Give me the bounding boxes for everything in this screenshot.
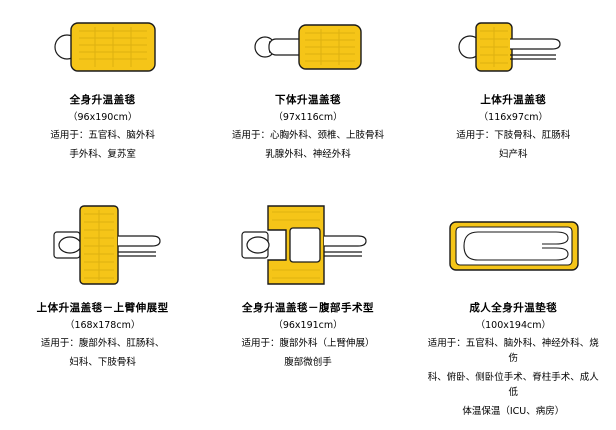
product-description-line-1: 适用于：腹部外科（上臂伸展） <box>241 338 375 349</box>
product-dimensions: （97x116cm） <box>273 112 343 123</box>
product-dimensions: （96x190cm） <box>68 112 138 123</box>
product-card-lower-body-warming-blanket: 下体升温盖毯 （97x116cm） 适用于：心胸外科、颈椎、上肢骨科 乳腺外科、… <box>205 0 410 190</box>
product-description-line-1: 适用于：五官科、脑外科、神经外科、烧伤 <box>427 338 599 364</box>
product-dimensions: （116x97cm） <box>478 112 548 123</box>
product-card-adult-full-body-warming-mattress: 成人全身升温垫毯 （100x194cm） 适用于：五官科、脑外科、神经外科、烧伤… <box>411 190 616 430</box>
product-illustration-lower-body <box>243 8 373 86</box>
product-title: 上体升温盖毯 <box>480 94 547 106</box>
product-description-line-1: 适用于：下肢骨科、肛肠科 <box>456 130 571 141</box>
product-card-full-body-abdominal-surgery-type: 全身升温盖毯－腹部手术型 （96x191cm） 适用于：腹部外科（上臂伸展） 腹… <box>205 190 410 430</box>
upper-body-arm-extension-icon <box>53 205 161 285</box>
product-dimensions: （100x194cm） <box>475 320 551 331</box>
product-illustration-upper-body-arm <box>28 198 178 294</box>
full-body-blanket-icon <box>54 22 156 72</box>
product-card-full-body-warming-blanket: 全身升温盖毯 （96x190cm） 适用于：五官科、脑外科 手外科、复苏室 <box>0 0 205 190</box>
product-title: 成人全身升温垫毯 <box>469 302 558 314</box>
product-description-line-1: 适用于：心胸外科、颈椎、上肢骨科 <box>231 130 384 141</box>
product-card-upper-body-warming-blanket: 上体升温盖毯 （116x97cm） 适用于：下肢骨科、肛肠科 妇产科 <box>411 0 616 190</box>
product-illustration-adult-mattress <box>438 198 588 294</box>
product-description-line-2: 妇产科 <box>499 149 528 160</box>
product-description-line-2: 腹部微创手 <box>284 357 332 368</box>
product-description-line-2: 妇科、下肢骨科 <box>69 357 136 368</box>
product-card-upper-body-arm-extension-type: 上体升温盖毯－上臂伸展型 （168x178cm） 适用于：腹部外科、肛肠科、 妇… <box>0 190 205 430</box>
upper-body-blanket-icon <box>458 22 561 72</box>
product-title: 下体升温盖毯 <box>274 94 341 106</box>
product-title: 上体升温盖毯－上臂伸展型 <box>36 302 169 314</box>
product-illustration-full-body <box>43 8 163 86</box>
product-description-line-2: 乳腺外科、神经外科 <box>265 149 351 160</box>
product-dimensions: （96x191cm） <box>273 320 343 331</box>
product-description-line-3: 体温保温（ICU、病房） <box>462 406 565 417</box>
product-title: 全身升温盖毯－腹部手术型 <box>241 302 374 314</box>
product-dimensions: （168x178cm） <box>64 320 141 331</box>
product-description-line-1: 适用于：五官科、脑外科 <box>50 130 155 141</box>
product-description-line-2: 科、俯卧、侧卧位手术、脊柱手术、成人低 <box>427 372 599 398</box>
lower-body-blanket-icon <box>254 24 362 70</box>
product-description-line-1: 适用于：腹部外科、肛肠科、 <box>40 338 165 349</box>
product-illustration-upper-body <box>448 8 578 86</box>
product-illustration-full-body-abdominal <box>228 198 388 294</box>
adult-warming-mattress-icon <box>449 221 580 271</box>
product-title: 全身升温盖毯 <box>69 94 136 106</box>
product-description-line-2: 手外科、复苏室 <box>69 149 136 160</box>
full-body-abdominal-icon <box>241 205 367 285</box>
